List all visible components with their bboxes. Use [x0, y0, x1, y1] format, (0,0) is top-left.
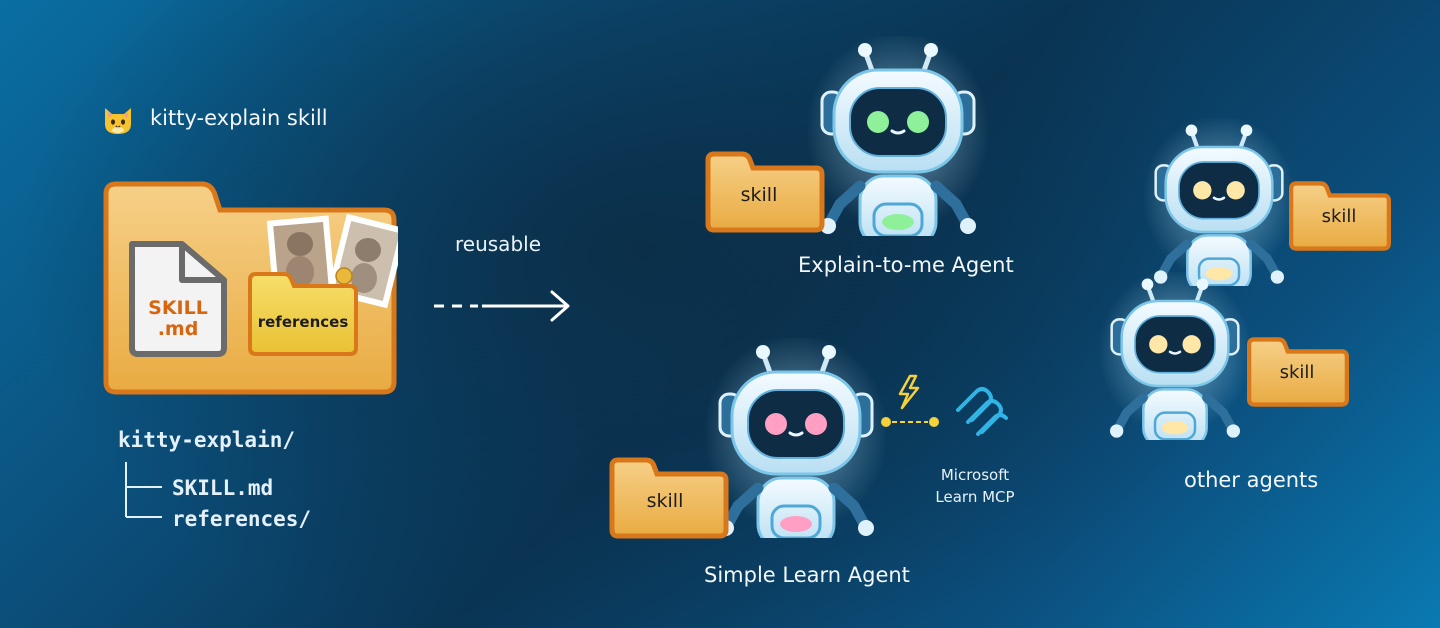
skill-title: kitty-explain skill	[150, 106, 328, 130]
other-agent-robot-icon-2	[1100, 272, 1250, 440]
learn-agent-skill-folder-icon	[609, 457, 729, 539]
explain-agent-skill-label: skill	[740, 184, 778, 206]
other-agent-skill-folder-icon-1	[1289, 181, 1391, 251]
explain-agent-skill-folder-icon	[705, 151, 825, 233]
tree-root: kitty-explain/	[118, 428, 296, 452]
other-agent-skill-label-1: skill	[1321, 206, 1357, 227]
learn-agent-robot-icon	[706, 338, 886, 538]
mcp-label-line1: Microsoft	[940, 466, 1010, 484]
other-agent-skill-label-2: skill	[1279, 362, 1315, 383]
skill-title-row: kitty-explain skill	[100, 100, 328, 136]
mcp-connection	[881, 374, 1008, 436]
explain-agent-label: Explain-to-me Agent	[798, 253, 1014, 277]
tree-item-references: references/	[172, 507, 312, 531]
references-label: references	[258, 313, 349, 331]
skill-md-label-2: .md	[158, 318, 199, 340]
cat-face-icon	[105, 108, 131, 134]
explain-agent-robot-icon	[808, 36, 988, 236]
skill-md-file-icon: SKILL .md	[129, 241, 227, 357]
mcp-label: Microsoft Learn MCP	[918, 464, 1032, 508]
tree-lines	[125, 462, 162, 518]
reusable-label: reusable	[455, 232, 541, 256]
reuse-arrow-icon	[434, 290, 570, 322]
learn-agent-skill-label: skill	[646, 490, 684, 512]
microsoft-learn-logo-icon	[956, 387, 1008, 436]
learn-agent-label: Simple Learn Agent	[704, 563, 910, 587]
tree-item-skill-md: SKILL.md	[172, 476, 274, 500]
other-agent-robot-icon-1	[1144, 118, 1294, 286]
skill-md-label-1: SKILL	[148, 297, 208, 319]
other-agent-skill-folder-icon-2	[1247, 337, 1349, 407]
references-folder-icon: references	[248, 272, 358, 356]
skill-folder-graphic: SKILL .md references	[103, 181, 398, 395]
other-agents-label: other agents	[1184, 468, 1319, 492]
mcp-label-line2: Learn MCP	[935, 488, 1015, 506]
lightning-bolt-icon	[898, 374, 920, 410]
